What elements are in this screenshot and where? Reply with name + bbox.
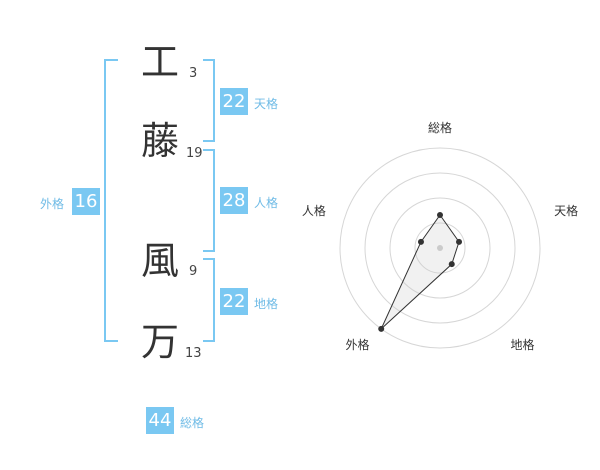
gaikaku-bracket xyxy=(104,59,118,342)
kanji-1: 工 xyxy=(141,40,180,84)
radar-ring-3 xyxy=(364,172,516,324)
radar-ring-2 xyxy=(389,197,491,299)
soukaku-label: 総格 xyxy=(180,416,205,430)
gaikaku-badge: 16 xyxy=(72,188,100,215)
radar-point-1 xyxy=(437,212,443,218)
soukaku-badge: 44 xyxy=(146,407,174,434)
gaikaku-label: 外格 xyxy=(40,197,65,211)
kanji-2: 藤 xyxy=(141,119,180,163)
radar-axis-label-3: 地格 xyxy=(511,337,535,352)
chikaku-label: 地格 xyxy=(254,297,279,311)
radar-point-2 xyxy=(456,238,463,245)
radar-polygon xyxy=(380,214,460,330)
jinkaku-bracket xyxy=(203,149,215,252)
radar-axis-label-5: 人格 xyxy=(302,203,326,218)
chikaku-badge: 22 xyxy=(220,288,248,315)
kanji-3: 風 xyxy=(141,239,180,283)
jinkaku-label: 人格 xyxy=(254,196,279,210)
radar-center xyxy=(437,245,443,251)
tenkaku-badge: 22 xyxy=(220,88,248,115)
radar-axis-label-1: 総格 xyxy=(428,120,452,135)
radar-axis-label-2: 天格 xyxy=(554,203,578,218)
radar-point-5 xyxy=(417,238,424,245)
radar-point-4 xyxy=(378,325,385,332)
radar-axis-label-4: 外格 xyxy=(345,337,369,352)
tenkaku-label: 天格 xyxy=(254,97,279,111)
stroke-count-4: 13 xyxy=(185,346,202,361)
tenkaku-bracket xyxy=(203,59,215,142)
stroke-count-1: 3 xyxy=(189,66,198,81)
jinkaku-badge: 28 xyxy=(220,187,248,214)
stroke-count-3: 9 xyxy=(189,264,198,279)
radar-ring-4 xyxy=(339,147,541,349)
kanji-4: 万 xyxy=(141,320,180,364)
radar-ring-1 xyxy=(414,222,466,274)
radar-point-3 xyxy=(448,261,455,268)
stroke-count-2: 19 xyxy=(186,146,203,161)
chikaku-bracket xyxy=(203,258,215,342)
